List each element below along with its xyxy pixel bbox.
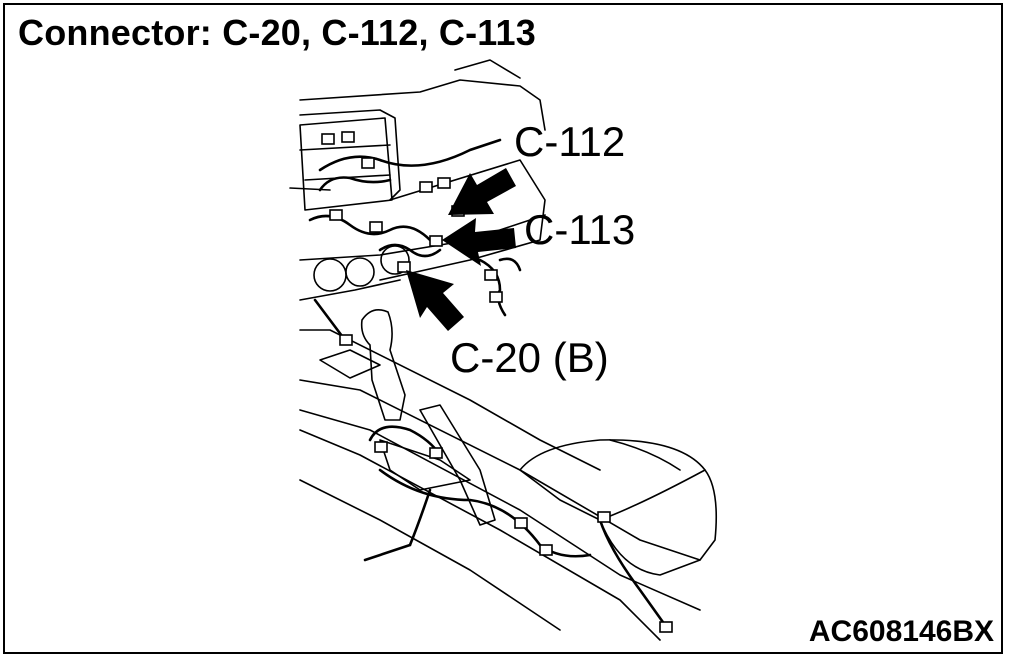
console-top-edge	[299, 329, 601, 471]
hvac-knob-mid	[345, 257, 375, 287]
parking-brake-lever	[419, 404, 496, 526]
arrow-c112	[448, 168, 516, 215]
figure-frame	[3, 3, 1003, 654]
dashboard-top-outline	[299, 79, 546, 131]
callout-label-c20: C-20 (B)	[450, 334, 609, 381]
connector-c113-block	[429, 235, 443, 247]
callout-label-c112: C-112	[514, 118, 626, 165]
gear-shift-knob	[360, 309, 406, 421]
hvac-knob-left	[313, 258, 347, 292]
connector-c20-block	[397, 261, 411, 273]
arrow-c113	[442, 218, 516, 266]
callout-label-c113: C-113	[524, 206, 636, 253]
figure-title: Connector: C-20, C-112, C-113	[18, 12, 536, 53]
arrow-c20	[406, 270, 464, 331]
figure-code: AC608146BX	[808, 615, 994, 648]
